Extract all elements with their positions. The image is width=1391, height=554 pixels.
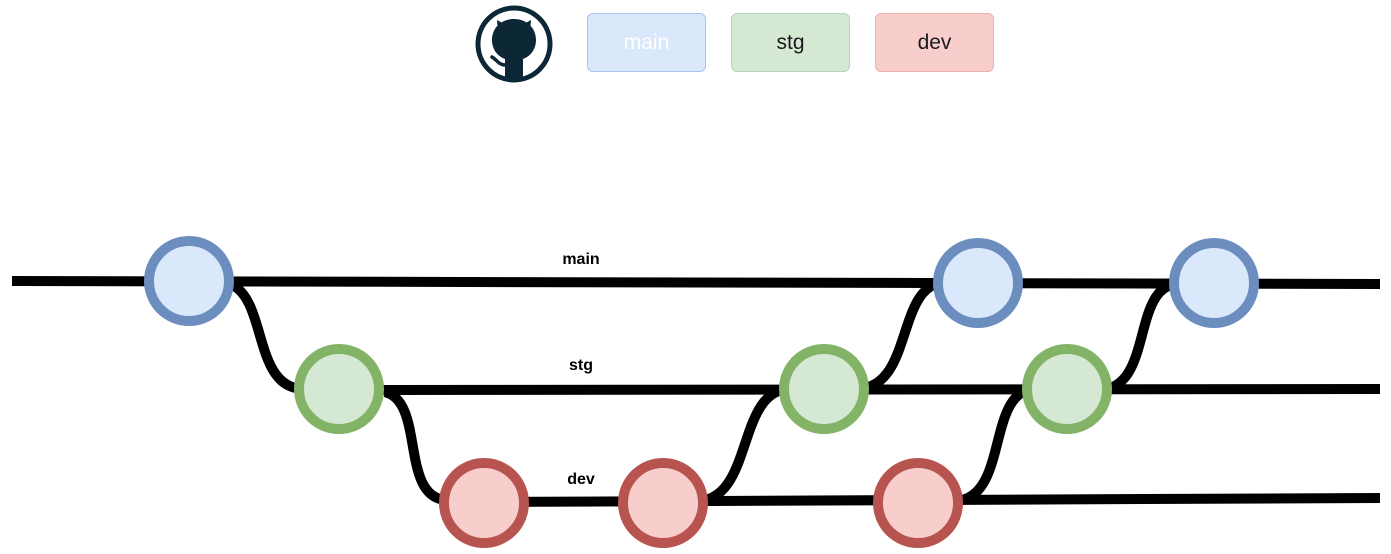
- branch-stg-to-dev: [383, 387, 447, 505]
- merge-stg-to-main-1: [866, 278, 942, 392]
- legend-dev: dev: [875, 13, 994, 72]
- dev-branch-label: dev: [567, 471, 595, 488]
- dev-commit-node: [618, 458, 708, 548]
- main-branch-line: [11, 276, 1381, 289]
- branch-lines: [11, 276, 1381, 507]
- stg-commit-node: [779, 344, 869, 434]
- branch-legend: main stg dev: [0, 0, 1391, 90]
- merge-dev-to-stg-1: [703, 385, 784, 505]
- dev-commit-node: [439, 458, 529, 548]
- main-commit-node: [933, 238, 1023, 328]
- branch-main-to-stg: [229, 280, 298, 393]
- stg-branch-label: stg: [569, 357, 593, 374]
- branch-labels: main stg dev: [562, 251, 599, 488]
- legend-stg-label: stg: [776, 30, 805, 54]
- stg-commit-node: [1022, 344, 1112, 434]
- stg-branch-line: [379, 384, 1381, 395]
- github-octocat-icon: [475, 5, 553, 83]
- merge-stg-to-main-2: [1107, 279, 1177, 393]
- stg-commit-node: [294, 344, 384, 434]
- legend-main: main: [587, 13, 706, 72]
- dev-commit-node: [873, 458, 963, 548]
- legend-dev-label: dev: [917, 30, 952, 54]
- main-branch-label: main: [562, 251, 599, 268]
- legend-stg: stg: [731, 13, 850, 72]
- commits: [144, 236, 1259, 548]
- main-commit-node: [144, 236, 234, 326]
- main-commit-node: [1169, 238, 1259, 328]
- merge-dev-to-stg-2: [960, 385, 1030, 505]
- legend-main-label: main: [623, 30, 670, 54]
